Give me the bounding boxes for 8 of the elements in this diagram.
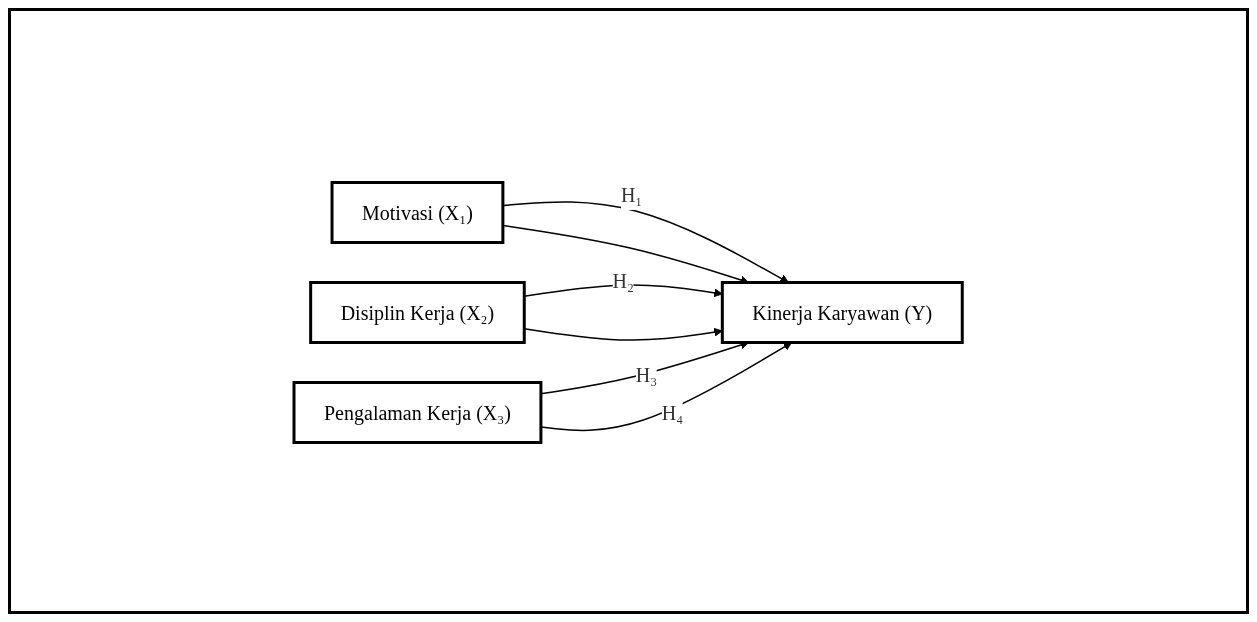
node-box: Disiplin Kerja (X₂) <box>309 280 527 344</box>
edge-label: H₂ <box>612 270 635 293</box>
node-box: Motivasi (X₁) <box>330 180 505 244</box>
node-box: Pengalaman Kerja (X₃) <box>292 380 543 444</box>
edge-label: H₄ <box>662 402 684 425</box>
edge-label: H₃ <box>636 364 658 386</box>
node-box: Kinerja Karyawan (Y) <box>721 280 965 344</box>
edge-label: H₁ <box>621 183 643 206</box>
